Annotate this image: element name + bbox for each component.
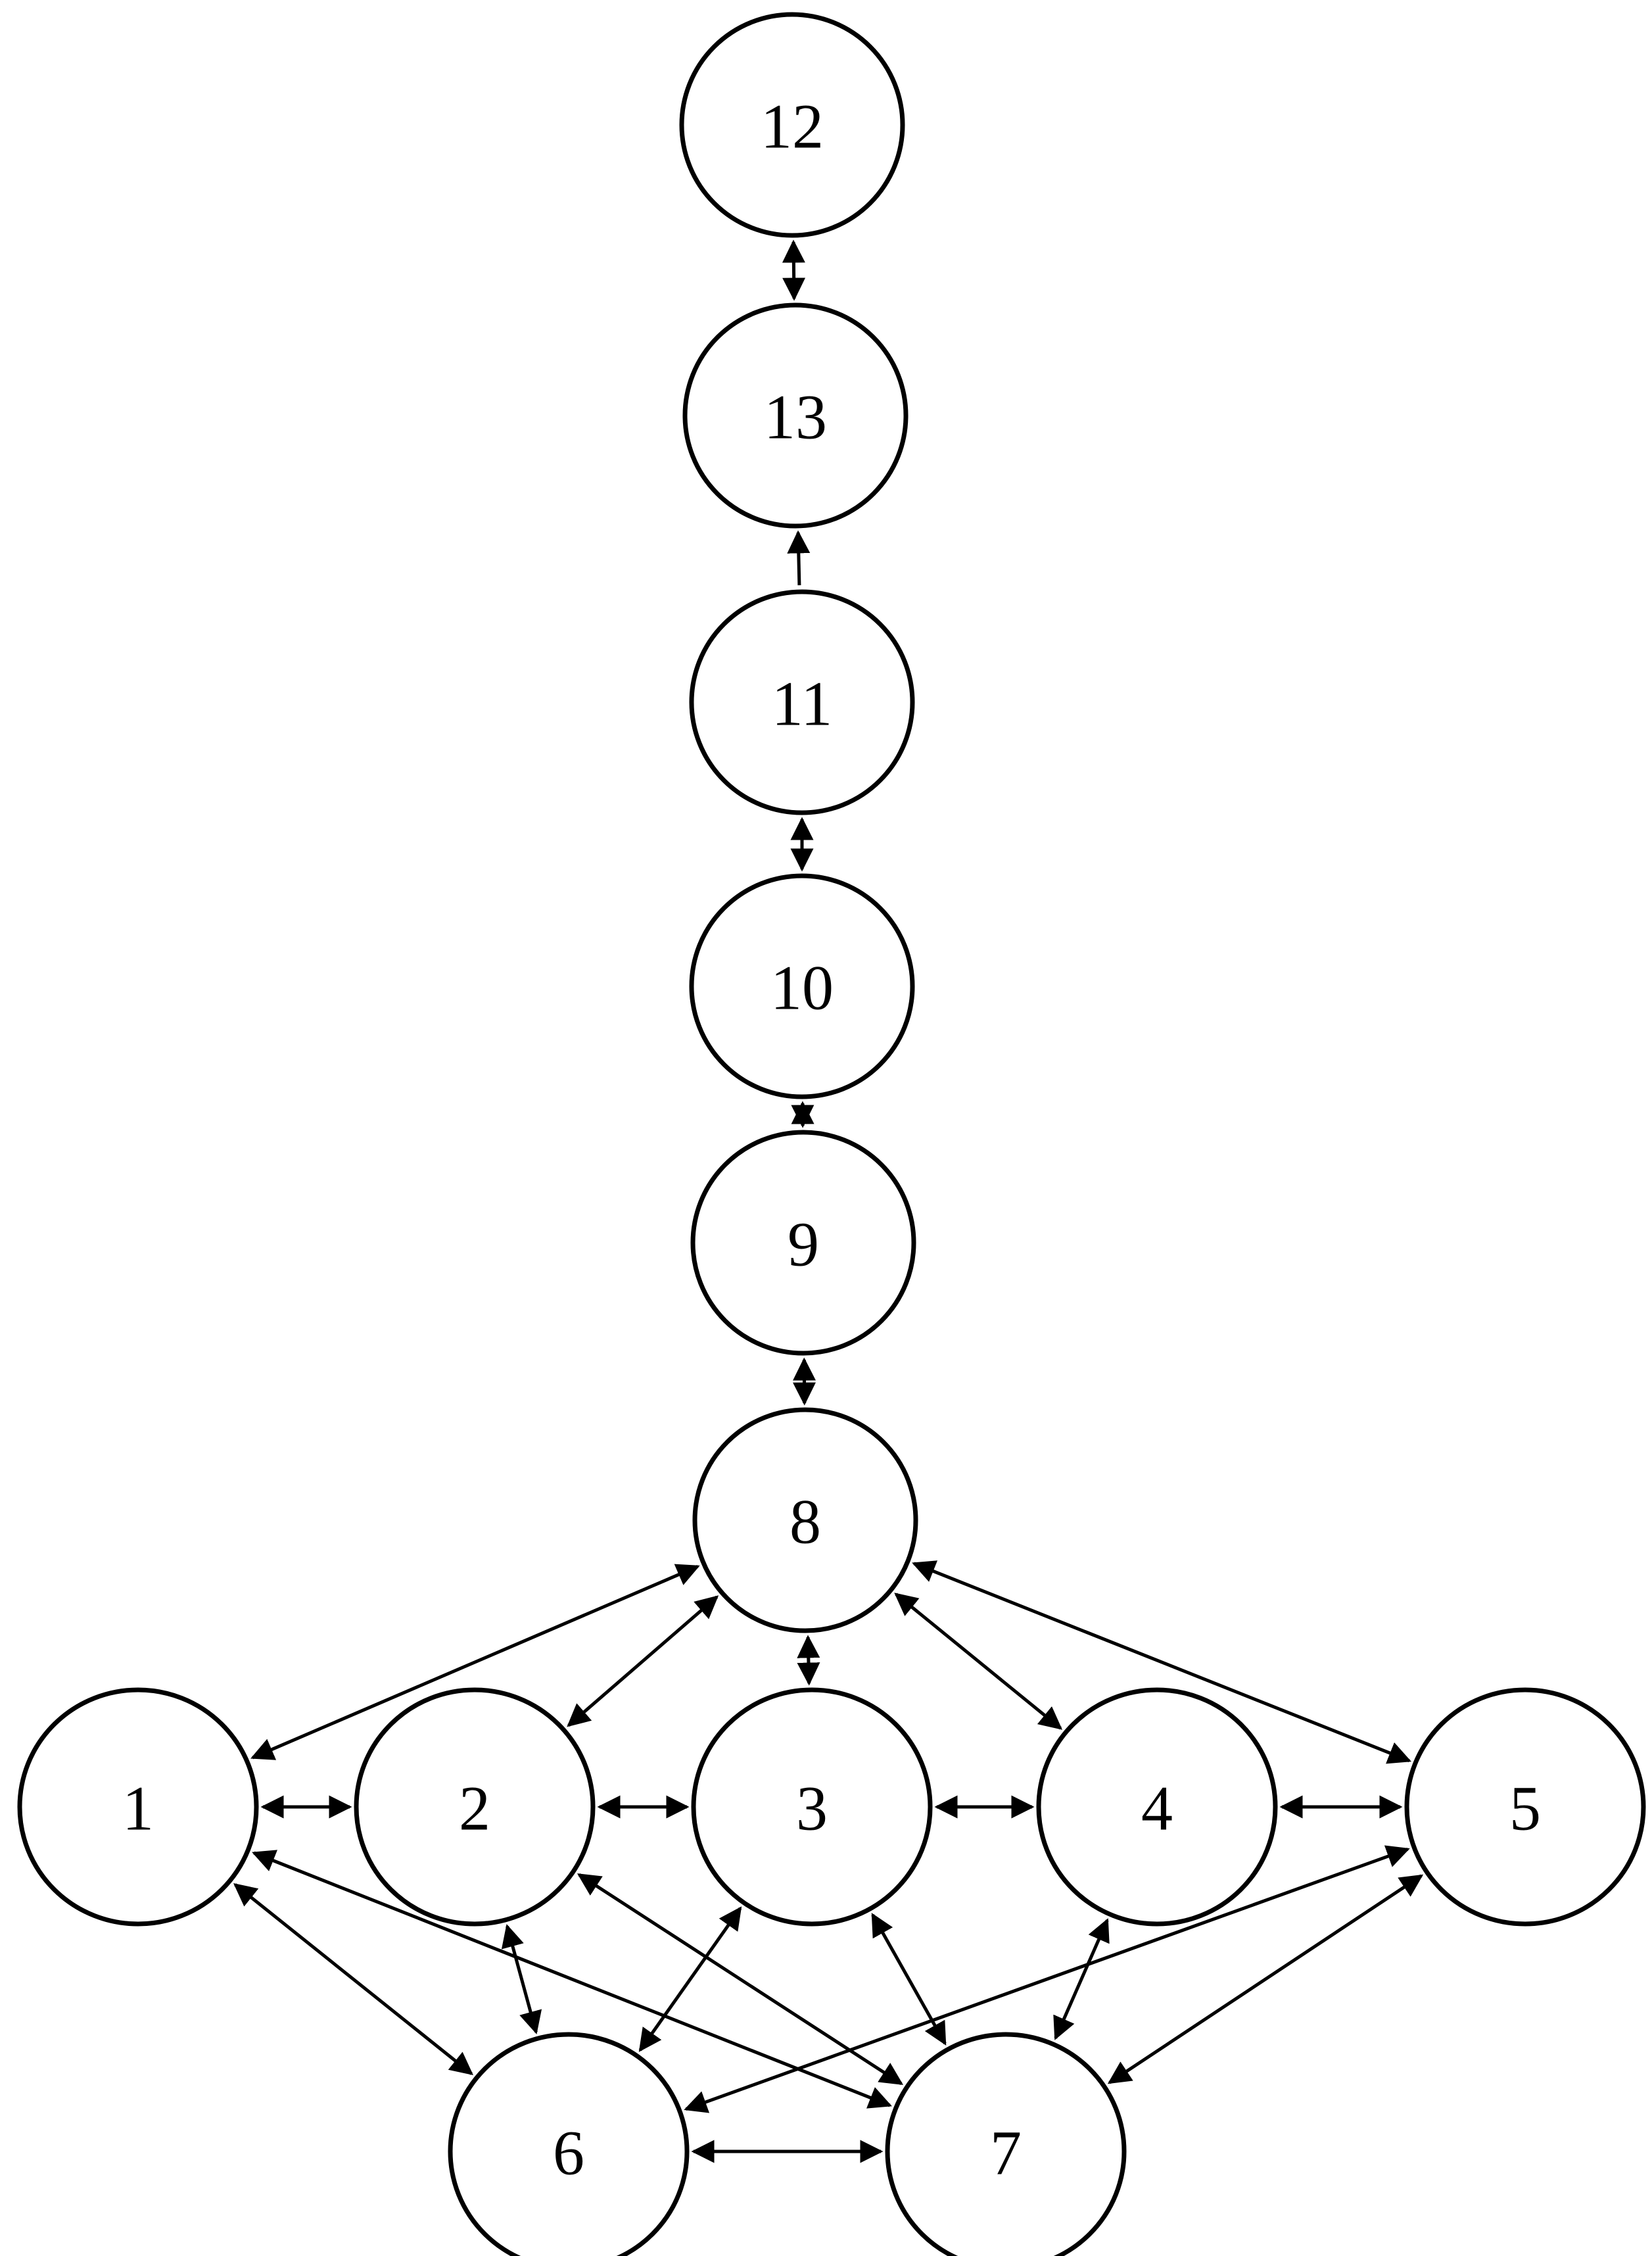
node-label-8: 8 — [790, 1487, 821, 1557]
node-label-12: 12 — [761, 91, 824, 162]
edge-8-4[interactable] — [894, 1593, 1063, 1730]
node-shape-5[interactable] — [1404, 1687, 1646, 1927]
node-label-7: 7 — [990, 2118, 1022, 2188]
node-shape-12[interactable] — [679, 12, 905, 238]
edge-3-7[interactable] — [871, 1913, 947, 2046]
node-label-10: 10 — [770, 953, 834, 1023]
node-9[interactable]: 9 — [690, 1130, 916, 1356]
node-11[interactable]: 11 — [689, 589, 915, 815]
edge-8-2[interactable] — [567, 1595, 719, 1727]
node-shape-6[interactable] — [448, 2032, 690, 2256]
node-label-11: 11 — [772, 669, 832, 739]
node-shape-1[interactable] — [17, 1687, 259, 1927]
node-label-4: 4 — [1141, 1773, 1173, 1844]
edge-8-3[interactable] — [797, 1635, 820, 1686]
node-10[interactable]: 10 — [689, 873, 915, 1099]
node-shape-7[interactable] — [885, 2032, 1127, 2256]
node-label-2: 2 — [459, 1773, 490, 1844]
edge-layer — [233, 239, 1424, 2163]
node-8[interactable]: 8 — [692, 1407, 918, 1633]
node-shape-11[interactable] — [689, 589, 915, 815]
node-shape-8[interactable] — [692, 1407, 918, 1633]
node-label-3: 3 — [796, 1773, 828, 1844]
node-2[interactable]: 2 — [354, 1687, 596, 1927]
node-13[interactable]: 13 — [682, 302, 909, 529]
node-shape-13[interactable] — [682, 302, 909, 529]
node-7[interactable]: 7 — [885, 2032, 1127, 2256]
node-1[interactable]: 1 — [17, 1687, 259, 1927]
edge-5-7[interactable] — [1107, 1874, 1424, 2084]
edge-11-13[interactable] — [787, 530, 811, 586]
node-shape-2[interactable] — [354, 1687, 596, 1927]
node-label-5: 5 — [1509, 1773, 1541, 1844]
node-6[interactable]: 6 — [448, 2032, 690, 2256]
node-shape-3[interactable] — [691, 1687, 933, 1927]
edge-3-6[interactable] — [638, 1906, 742, 2052]
node-label-13: 13 — [764, 382, 827, 452]
node-4[interactable]: 4 — [1036, 1687, 1278, 1927]
node-12[interactable]: 12 — [679, 12, 905, 238]
node-label-6: 6 — [553, 2118, 584, 2188]
node-label-1: 1 — [122, 1773, 154, 1844]
edge-4-7[interactable] — [1053, 1918, 1110, 2040]
edge-2-6[interactable] — [501, 1924, 542, 2034]
node-shape-10[interactable] — [689, 873, 915, 1099]
node-5[interactable]: 5 — [1404, 1687, 1646, 1927]
node-shape-4[interactable] — [1036, 1687, 1278, 1927]
node-label-9: 9 — [788, 1209, 819, 1280]
node-3[interactable]: 3 — [691, 1687, 933, 1927]
node-shape-9[interactable] — [690, 1130, 916, 1356]
edge-12-13[interactable] — [782, 239, 806, 301]
edge-8-5[interactable] — [912, 1560, 1411, 1764]
